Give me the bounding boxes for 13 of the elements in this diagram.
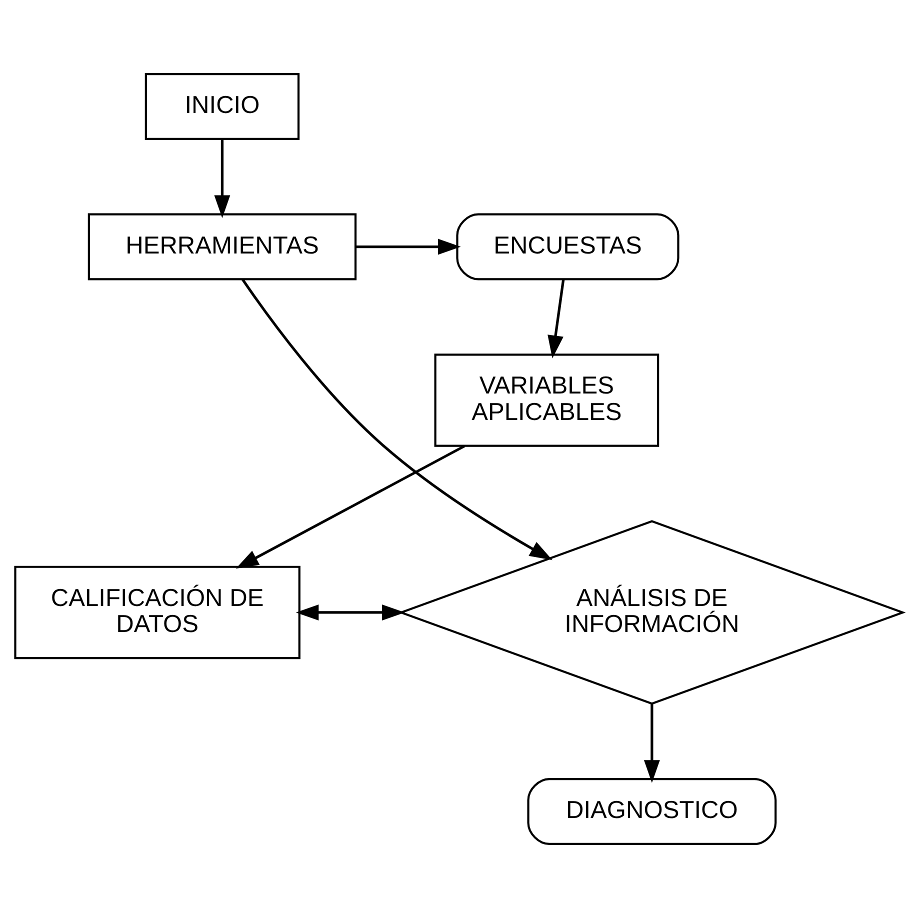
node-box: ENCUESTAS [456,212,680,280]
node-box: VARIABLES APLICABLES [434,353,660,446]
node-box: CALIFICACIÓN DE DATOS [14,565,300,659]
node-box: HERRAMIENTAS [88,212,357,280]
arrow [296,604,405,620]
node-box: INICIO [144,72,300,140]
node-box: DIAGNOSTICO [527,778,777,845]
arrow [644,703,660,782]
arrow [548,278,565,358]
arrow [236,444,466,568]
arrow [241,278,552,560]
arrow [356,238,461,254]
arrow [214,138,230,218]
